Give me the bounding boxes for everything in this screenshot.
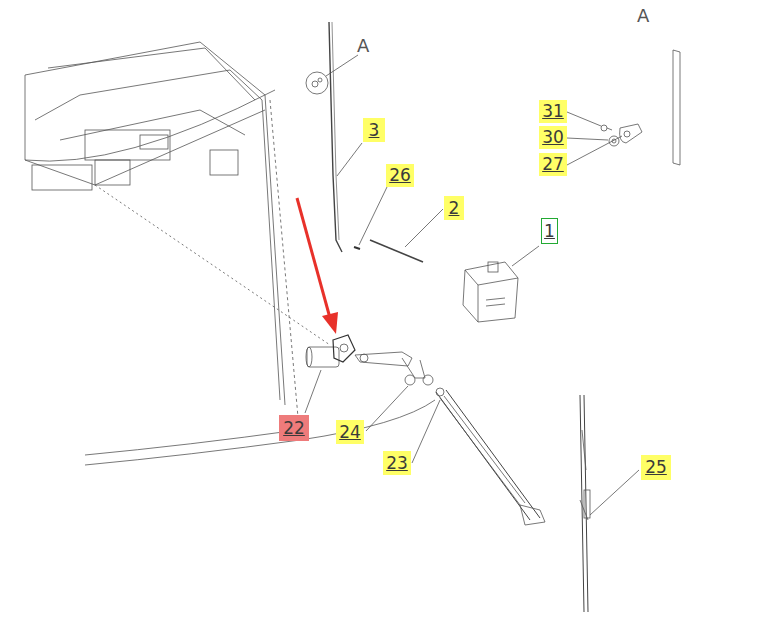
callout-number: 24 <box>336 420 364 444</box>
callout-number: 26 <box>386 164 414 187</box>
callout-number: 1 <box>541 218 558 244</box>
callout-number: 22 <box>279 415 309 441</box>
callout-text: 27 <box>542 156 564 173</box>
callout-text: 25 <box>645 459 667 476</box>
callout-number: 25 <box>641 455 671 480</box>
callout-number: 30 <box>539 126 567 149</box>
view-letter: A <box>357 37 369 55</box>
callout-number: 27 <box>539 153 567 176</box>
callout-number: 23 <box>383 451 411 475</box>
callout-text: 22 <box>283 420 305 437</box>
view-letter: A <box>637 7 649 25</box>
callout-text: 23 <box>386 455 408 472</box>
callout-number: 2 <box>444 196 464 220</box>
callout-text: 31 <box>542 103 564 120</box>
callout-text: 26 <box>389 167 411 184</box>
callout-text: 24 <box>339 424 361 441</box>
callout-text: 2 <box>449 200 460 217</box>
callout-text: 3 <box>369 122 380 139</box>
callout-text: 1 <box>544 223 555 240</box>
callout-number: 3 <box>363 118 385 142</box>
callout-text: 30 <box>542 129 564 146</box>
callout-number: 31 <box>539 100 567 123</box>
